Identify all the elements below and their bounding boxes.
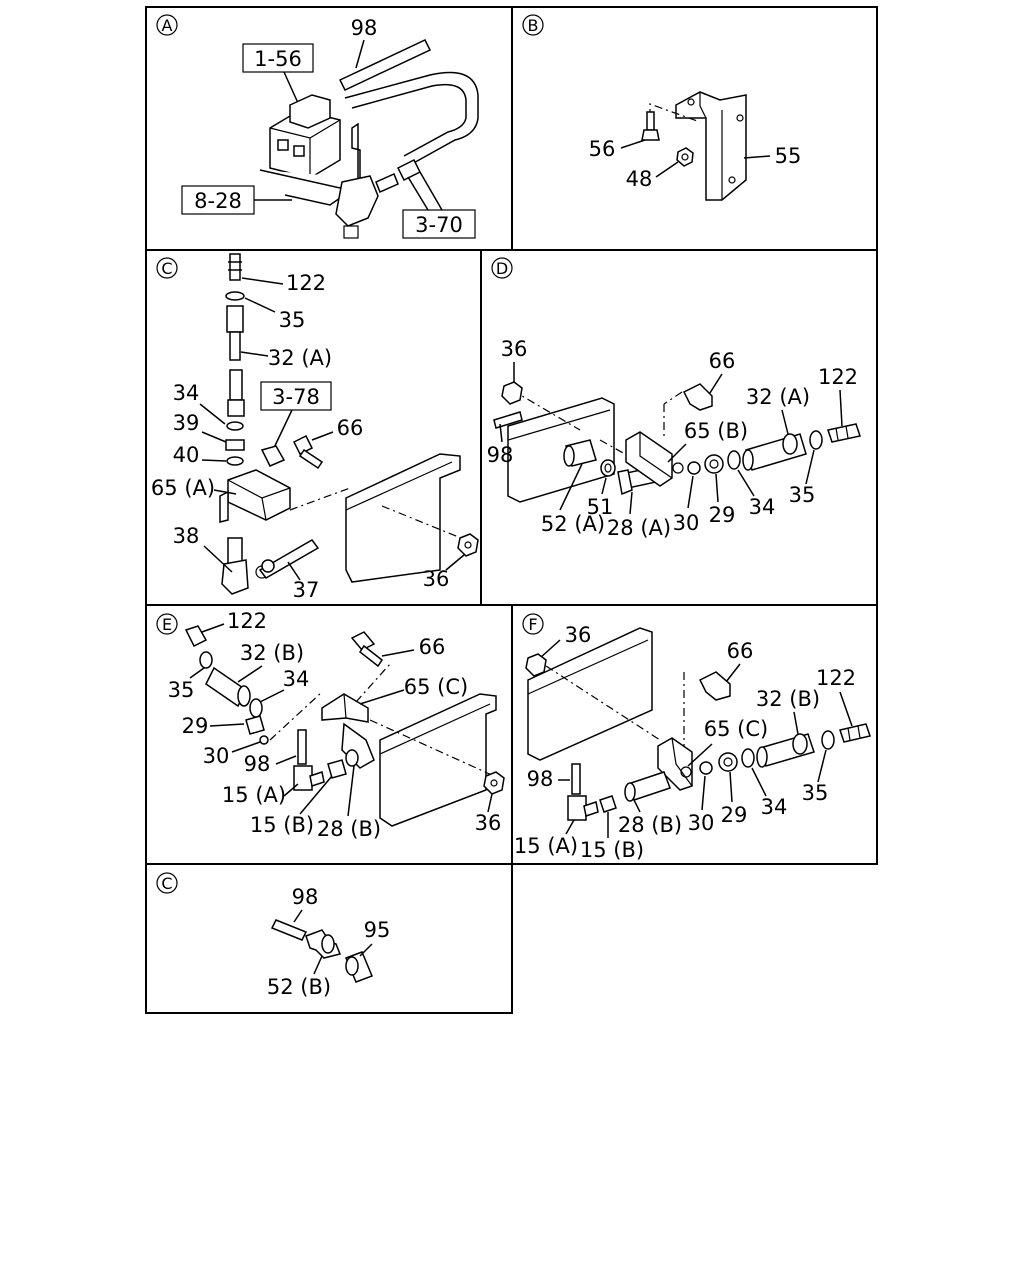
label-98: 98: [487, 443, 514, 467]
panel-a-letter: A: [156, 14, 178, 36]
label-36: 36: [565, 623, 592, 647]
panel-frames: [145, 6, 878, 1014]
label-66: 66: [709, 349, 736, 373]
label-32a: 32 (A): [746, 385, 810, 409]
panel-b-letter: B: [522, 14, 544, 36]
label-122: 122: [816, 666, 856, 690]
label-37: 37: [293, 578, 320, 602]
panel-c: C 122 35 32 (A) 34 39 40 3-78 66: [151, 253, 479, 602]
label-15a: 15 (A): [514, 834, 578, 858]
label-56: 56: [589, 137, 616, 161]
label-35: 35: [789, 483, 816, 507]
label-35: 35: [168, 678, 195, 702]
label-28b: 28 (B): [618, 813, 682, 837]
svg-text:D: D: [496, 259, 508, 278]
label-36: 36: [423, 567, 450, 591]
label-65a: 65 (A): [151, 476, 215, 500]
label-65c: 65 (C): [704, 717, 768, 741]
label-51: 51: [587, 495, 614, 519]
panel-f-letter: F: [522, 613, 544, 635]
svg-text:F: F: [528, 615, 537, 634]
label-55: 55: [775, 144, 802, 168]
label-98: 98: [244, 752, 271, 776]
label-28b: 28 (B): [317, 817, 381, 841]
label-35: 35: [802, 781, 829, 805]
panel-g: C 98 52 (B) 95: [156, 872, 391, 999]
label-15b: 15 (B): [580, 838, 644, 862]
label-66: 66: [337, 416, 364, 440]
label-35: 35: [279, 308, 306, 332]
label-28a: 28 (A): [607, 516, 671, 540]
panel-a: A 98 1-56 8-28 3-70: [156, 14, 479, 239]
panel-f: F 36 66 65 (C) 30 29 34: [514, 613, 871, 862]
label-39: 39: [173, 411, 200, 435]
label-30: 30: [688, 811, 715, 835]
ref-3-70: 3-70: [415, 213, 463, 237]
panel-g-letter: C: [156, 872, 178, 894]
label-34: 34: [173, 381, 200, 405]
label-52b: 52 (B): [267, 975, 331, 999]
label-122: 122: [286, 271, 326, 295]
label-15a: 15 (A): [222, 783, 286, 807]
label-30: 30: [203, 744, 230, 768]
ref-1-56: 1-56: [254, 47, 302, 71]
label-40: 40: [173, 443, 200, 467]
panel-c-letter: C: [156, 257, 178, 279]
label-122: 122: [818, 365, 858, 389]
label-65b: 65 (B): [684, 419, 748, 443]
panel-d-letter: D: [491, 257, 513, 279]
panel-e-letter: E: [156, 613, 178, 635]
label-98: 98: [527, 767, 554, 791]
label-15b: 15 (B): [250, 813, 314, 837]
label-48: 48: [626, 167, 653, 191]
panel-e: E 122 35 32 (B) 34 29 30 66 65 (C: [156, 609, 505, 841]
label-32b: 32 (B): [756, 687, 820, 711]
label-52a: 52 (A): [541, 512, 605, 536]
label-34: 34: [749, 495, 776, 519]
label-98: 98: [292, 885, 319, 909]
label-36: 36: [501, 337, 528, 361]
label-36: 36: [475, 811, 502, 835]
label-29: 29: [721, 803, 748, 827]
svg-text:C: C: [161, 259, 172, 278]
label-32a: 32 (A): [268, 346, 332, 370]
label-66: 66: [419, 635, 446, 659]
label-29: 29: [182, 714, 209, 738]
label-122: 122: [227, 609, 267, 633]
panel-d: D 36 66 98 52 (A) 51 28 (A): [487, 257, 861, 540]
label-32b: 32 (B): [240, 641, 304, 665]
label-98: 98: [351, 16, 378, 40]
ref-3-78: 3-78: [272, 385, 320, 409]
svg-text:C: C: [161, 874, 172, 893]
label-95: 95: [364, 918, 391, 942]
label-66: 66: [727, 639, 754, 663]
label-29: 29: [709, 503, 736, 527]
label-34: 34: [283, 667, 310, 691]
label-34: 34: [761, 795, 788, 819]
label-65c: 65 (C): [404, 675, 468, 699]
ref-8-28: 8-28: [194, 189, 242, 213]
svg-text:A: A: [162, 16, 173, 35]
svg-text:E: E: [162, 615, 172, 634]
label-38: 38: [173, 524, 200, 548]
panel-b: B 55 56 48: [522, 14, 802, 201]
svg-text:B: B: [528, 16, 539, 35]
label-30: 30: [673, 511, 700, 535]
